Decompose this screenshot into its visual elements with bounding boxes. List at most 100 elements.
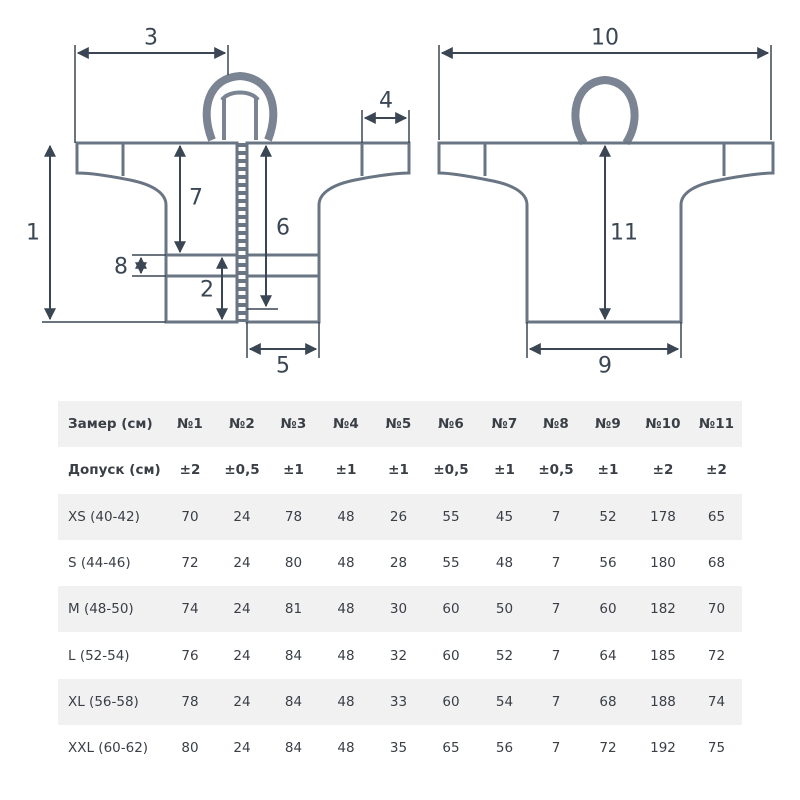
table-cell: 74 — [164, 586, 216, 633]
table-cell: №6 — [424, 401, 478, 448]
table-cell: №2 — [216, 401, 268, 448]
table-cell: 65 — [691, 493, 742, 540]
table-cell: 48 — [337, 555, 355, 572]
table-cell: 52 — [581, 493, 635, 540]
table-cell: 24 — [216, 678, 268, 726]
table-cell: 70 — [164, 493, 216, 540]
table-cell: 24 — [233, 555, 251, 572]
table-cell: 35 — [389, 740, 408, 757]
label-2: 2 — [200, 278, 214, 303]
table-cell: 84 — [268, 678, 319, 726]
label-5: 5 — [276, 354, 290, 379]
garment-size-diagram: 3 10 4 1 7 6 8 2 5 11 9 — [26, 26, 775, 379]
table-cell: ±1 — [494, 462, 515, 479]
table-cell: 24 — [233, 647, 251, 664]
table-cell: 60 — [442, 647, 460, 664]
label-11: 11 — [610, 221, 638, 246]
table-cell: 80 — [284, 555, 303, 572]
row-label-cell: XXL (60-62) — [68, 740, 149, 757]
label-7: 7 — [189, 186, 203, 211]
table-cell: 185 — [650, 647, 676, 664]
label-8: 8 — [114, 255, 128, 280]
measurement-arrows — [42, 45, 772, 358]
table-cell: ±2 — [652, 462, 674, 479]
table-cell: 56 — [495, 740, 514, 757]
table-cell: 45 — [478, 493, 531, 540]
table-cell: 7 — [531, 586, 581, 633]
table-cell: 60 — [424, 586, 478, 633]
table-cell: №5 — [373, 401, 424, 448]
row-label-cell: S (44-46) — [68, 555, 131, 572]
table-cell: 68 — [707, 555, 726, 572]
front-hood — [202, 71, 278, 142]
front-body-outline — [75, 141, 239, 324]
table-cell: 65 — [442, 740, 460, 757]
table-cell: 75 — [707, 740, 726, 757]
table-cell: 60 — [581, 586, 635, 633]
table-cell: ±0,5 — [433, 462, 469, 479]
table-cell: 7 — [531, 493, 581, 540]
table-cell: 48 — [319, 493, 373, 540]
table-cell: 33 — [373, 678, 424, 726]
label-4: 4 — [379, 89, 393, 114]
table-cell: 55 — [424, 493, 478, 540]
table-cell: 182 — [635, 586, 691, 633]
front-hood-brim — [220, 90, 260, 102]
table-cell: 32 — [389, 647, 408, 664]
front-body-outline-right — [245, 141, 411, 324]
table-cell: ±1 — [388, 462, 409, 479]
table-cell: 24 — [216, 493, 268, 540]
table-cell: ±1 — [283, 462, 304, 479]
table-cell: 7 — [551, 740, 561, 757]
row-label-cell: L (52-54) — [68, 647, 130, 664]
table-cell: 24 — [233, 740, 251, 757]
table-cell: 70 — [691, 586, 742, 633]
table-tolerance-row: Допуск (см)±2±0,5±1±1±1±0,5±1±0,5±1±2±2 — [58, 447, 742, 493]
table-cell: 72 — [181, 555, 199, 572]
table-cell: 72 — [707, 647, 726, 664]
table-cell: 50 — [478, 586, 531, 633]
table-cell: №7 — [478, 401, 531, 448]
table-cell: №10 — [635, 401, 691, 448]
table-cell: №3 — [268, 401, 319, 448]
table-cell: 180 — [650, 555, 676, 572]
table-cell: 84 — [284, 647, 303, 664]
front-view — [75, 71, 411, 324]
label-1: 1 — [26, 221, 40, 246]
table-cell: ±2 — [179, 462, 201, 479]
table-cell: 78 — [164, 678, 216, 726]
table-cell: 48 — [337, 647, 355, 664]
table-cell: 54 — [478, 678, 531, 726]
table-cell: 192 — [650, 740, 676, 757]
label-3: 3 — [144, 26, 158, 51]
table-cell: ±1 — [335, 462, 357, 479]
table-cell: №8 — [531, 401, 581, 448]
table-cell: 80 — [181, 740, 199, 757]
table-cell: №4 — [319, 401, 373, 448]
row-label-cell: Замер (см) — [58, 401, 164, 448]
label-9: 9 — [598, 354, 612, 379]
table-cell: 68 — [581, 678, 635, 726]
table-cell: 74 — [691, 678, 742, 726]
table-cell: 60 — [424, 678, 478, 726]
table-cell: 84 — [284, 740, 303, 757]
table-cell: 64 — [599, 647, 617, 664]
table-cell: 24 — [216, 586, 268, 633]
table-cell: 30 — [373, 586, 424, 633]
back-hood — [571, 75, 639, 146]
table-cell: 48 — [495, 555, 514, 572]
table-cell: ±2 — [706, 462, 727, 479]
table-cell: 48 — [319, 586, 373, 633]
table-cell: 7 — [531, 678, 581, 726]
table-cell: 52 — [495, 647, 514, 664]
table-cell: №9 — [581, 401, 635, 448]
row-label-cell: M (48-50) — [58, 586, 164, 633]
